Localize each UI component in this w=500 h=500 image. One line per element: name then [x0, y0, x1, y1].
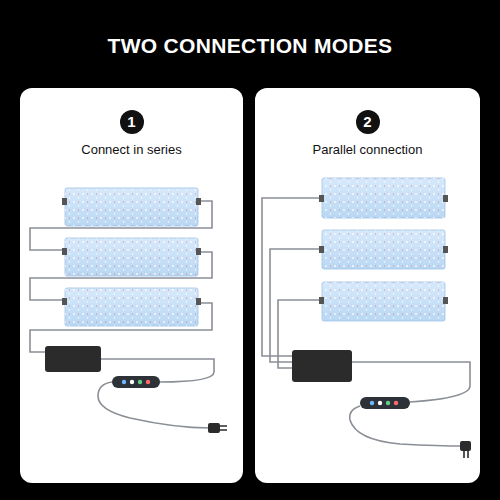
dimmer — [360, 397, 410, 409]
plug — [208, 423, 227, 433]
driver-box — [292, 350, 352, 382]
led-board — [322, 178, 445, 321]
dimmer — [112, 376, 160, 388]
panel-heading: Parallel connection — [255, 142, 480, 157]
mode-panel: 2Parallel connection — [255, 88, 480, 483]
mode-panel: 1Connect in series — [20, 88, 243, 483]
led-board — [65, 188, 198, 326]
page-title: TWO CONNECTION MODES — [0, 34, 500, 58]
panel-heading: Connect in series — [20, 142, 243, 157]
driver-box — [45, 346, 101, 372]
callout-number: 2 — [356, 110, 380, 134]
wire — [30, 201, 214, 428]
panel-ground — [20, 88, 243, 483]
wire — [262, 198, 470, 446]
plug — [460, 441, 471, 458]
panel-ground — [255, 88, 480, 483]
callout-number: 1 — [120, 110, 144, 134]
